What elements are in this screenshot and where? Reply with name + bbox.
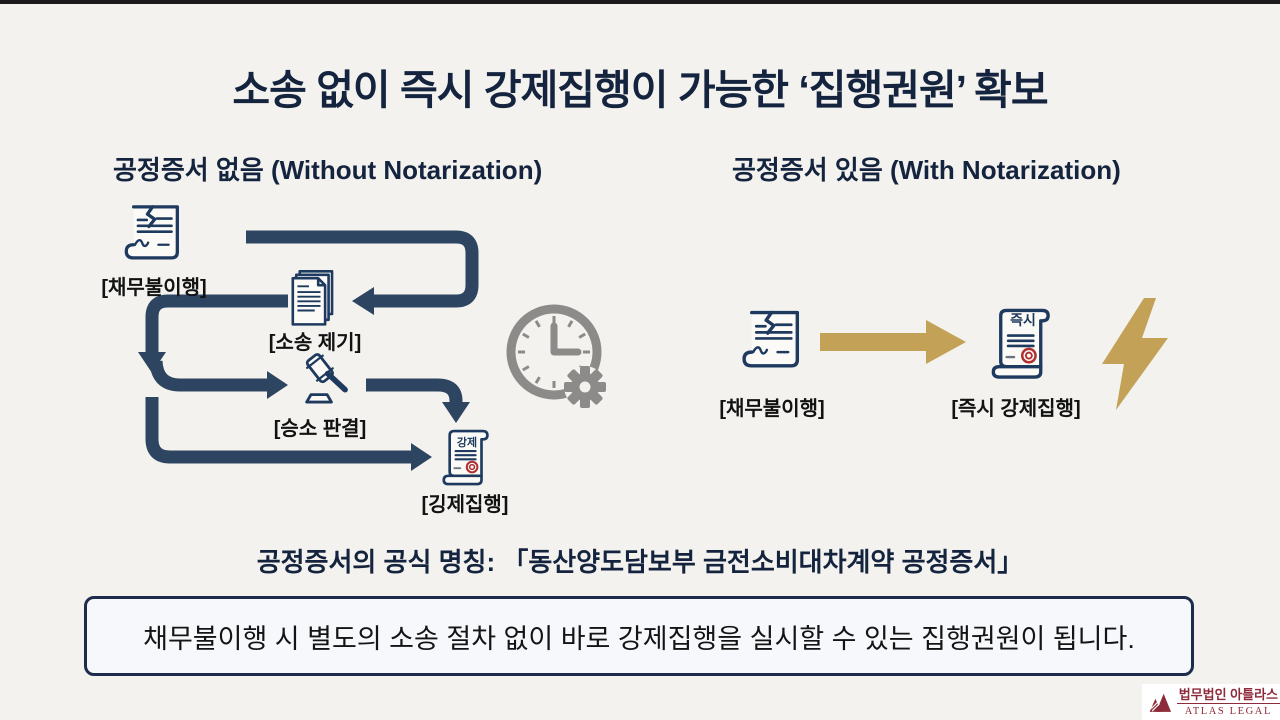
top-edge-bar [0, 0, 1280, 4]
step-label: [승소 판결] [273, 418, 367, 440]
scroll-mini-text: 즉시 [1010, 312, 1036, 328]
arrow-e-head [411, 443, 432, 471]
arrow-c [149, 360, 268, 392]
flowchart-arrows [138, 230, 479, 471]
arrow-a-head [352, 287, 374, 315]
step-label: [깅제집행] [421, 494, 509, 516]
arrow-b [145, 294, 288, 353]
arrow-d-head [442, 402, 470, 423]
torn-contract-icon [742, 310, 800, 368]
logo-name-korean: 법무법인 아틀라스 [1176, 686, 1280, 704]
arrow-d [366, 378, 463, 405]
page-title: 소송 없이 즉시 강제집행이 가능한 ‘집행권원’ 확보 [232, 67, 1048, 113]
gavel-icon [305, 353, 348, 404]
notarized-scroll-icon [991, 308, 1050, 379]
step-label: [즉시 강제집행] [951, 398, 1081, 420]
left-column-header: 공정증서 없음 (Without Notarization) [113, 155, 543, 185]
arrow-a [246, 230, 479, 308]
official-name-subtitle: 공정증서의 공식 명칭: 「동산양도담보부 금전소비대차계약 공정증서」 [256, 547, 1024, 577]
step-label: [소송 제기] [268, 332, 362, 354]
summary-callout-text: 채무불이행 시 별도의 소송 절차 없이 바로 강제집행을 실시할 수 있는 집… [143, 623, 1135, 654]
arrow-e [145, 397, 412, 464]
arrow-c-head [267, 371, 288, 399]
logo-name-english: ATLAS LEGAL [1184, 705, 1272, 717]
step-label: [채무불이행] [101, 277, 207, 299]
summary-callout-box: 채무불이행 시 별도의 소송 절차 없이 바로 강제집행을 실시할 수 있는 집… [84, 596, 1194, 676]
gold-arrow-icon [820, 320, 966, 364]
atlas-triangle-icon [1149, 693, 1172, 712]
lawsuit-documents-icon [291, 270, 334, 326]
lightning-bolt-icon [1102, 298, 1168, 410]
scroll-mini-text: 강제 [456, 437, 478, 449]
gear-icon [564, 366, 606, 408]
clock-gear-icon [506, 304, 606, 408]
torn-contract-icon [124, 205, 179, 260]
enforcement-scroll-icon [442, 429, 489, 486]
step-label: [채무불이행] [719, 398, 825, 420]
right-column-header: 공정증서 있음 (With Notarization) [732, 155, 1121, 185]
firm-logo: 법무법인 아틀라스 ATLAS LEGAL [1142, 684, 1280, 720]
